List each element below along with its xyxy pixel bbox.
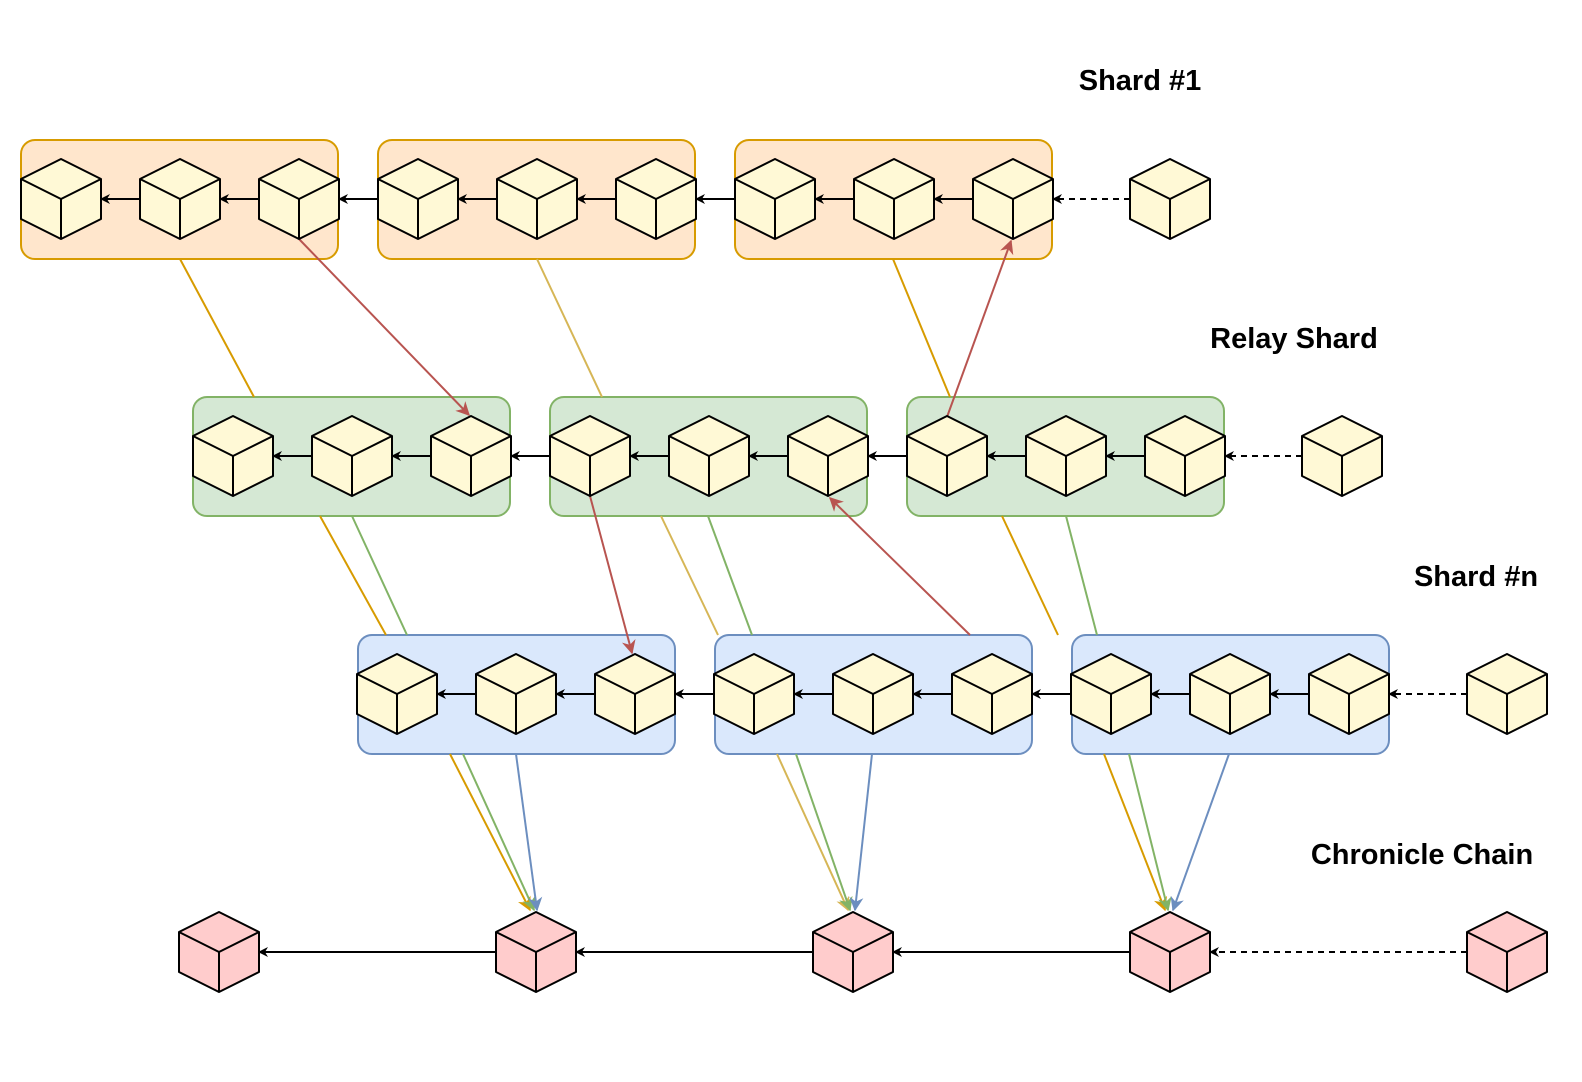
chronicle-block (495, 911, 577, 993)
chronicle-pending-block (1466, 911, 1548, 993)
blocks (20, 158, 1548, 993)
relay-block (311, 415, 393, 497)
shardn-block (356, 653, 438, 735)
cross-links (179, 238, 1230, 912)
shard1-to-relay-link (892, 258, 951, 398)
shardn-to-chronicle-link (1128, 753, 1172, 912)
cross-shard-message-link (946, 239, 1014, 418)
shard1-label: Shard #1 (1079, 65, 1202, 97)
chronicle-block (1129, 911, 1211, 993)
shardn-block (951, 653, 1033, 735)
shard1-block (972, 158, 1054, 240)
shardn-block (1070, 653, 1152, 735)
shardn-block (475, 653, 557, 735)
shardn-to-chronicle-link (849, 753, 873, 912)
shardn-to-chronicle-link (515, 753, 543, 912)
shard1-pending-block (1129, 158, 1211, 240)
relay-block (906, 415, 988, 497)
relay-pending-block (1301, 415, 1383, 497)
chronicle-block (812, 911, 894, 993)
relay-shard-label: Relay Shard (1210, 323, 1378, 355)
shard1-block (734, 158, 816, 240)
relay-to-shardn-link (1065, 515, 1098, 636)
relay-block (549, 415, 631, 497)
chain-arrows (100, 194, 1467, 957)
relay-to-shardn-link (707, 515, 753, 636)
shardn-to-chronicle-link (1103, 753, 1167, 912)
shard1-block (615, 158, 697, 240)
shard1-block (496, 158, 578, 240)
shardn-to-chronicle-link (449, 753, 531, 912)
relay-to-shardn-link (1001, 515, 1059, 636)
cross-shard-message-link (589, 495, 636, 655)
relay-to-shardn-link (319, 515, 387, 636)
shard1-to-relay-link (536, 258, 603, 398)
shardn-block (1308, 653, 1390, 735)
relay-block (192, 415, 274, 497)
shard1-block (20, 158, 102, 240)
cross-shard-message-link (298, 238, 470, 417)
shardn-block (832, 653, 914, 735)
shardn-to-chronicle-link (462, 753, 536, 912)
chronicle-block (178, 911, 260, 993)
chronicle-chain-label: Chronicle Chain (1311, 839, 1533, 871)
shardn-block (1189, 653, 1271, 735)
shardn-to-chronicle-link (795, 753, 853, 912)
shardn-block (594, 653, 676, 735)
relay-block (668, 415, 750, 497)
relay-block (787, 415, 869, 497)
relay-block (430, 415, 512, 497)
shard1-block (258, 158, 340, 240)
relay-to-shardn-link (351, 515, 408, 636)
shard1-block (377, 158, 459, 240)
relay-to-shardn-link (660, 515, 719, 636)
shardn-to-chronicle-link (776, 753, 850, 912)
shardn-block (713, 653, 795, 735)
shard1-to-relay-link (179, 258, 255, 398)
shard1-block (853, 158, 935, 240)
shardn-pending-block (1466, 653, 1548, 735)
shardn-label: Shard #n (1414, 561, 1538, 593)
shard1-block (139, 158, 221, 240)
cross-shard-message-link (828, 497, 971, 636)
relay-block (1144, 415, 1226, 497)
shardn-to-chronicle-link (1170, 753, 1230, 912)
relay-block (1025, 415, 1107, 497)
